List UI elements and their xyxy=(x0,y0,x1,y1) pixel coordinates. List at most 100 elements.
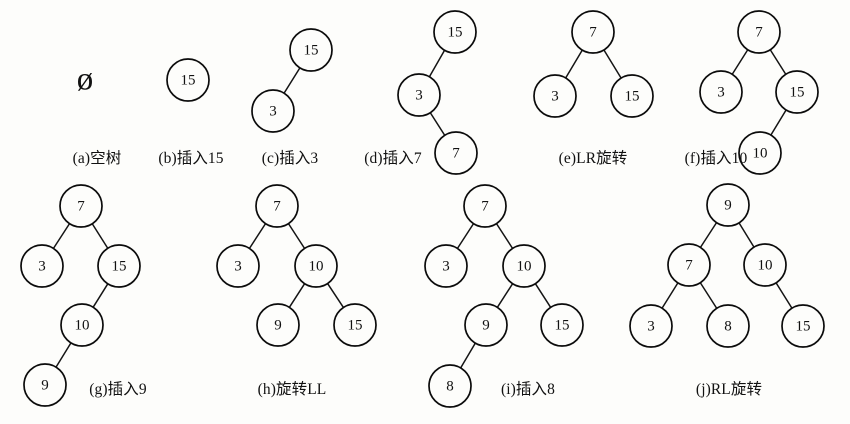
tree-node: 9 xyxy=(23,363,67,407)
tree-node: 15 xyxy=(333,303,377,347)
tree-edge xyxy=(699,221,718,249)
tree-edge xyxy=(287,222,306,250)
node-value-label: 10 xyxy=(758,258,773,274)
node-circle xyxy=(667,243,711,287)
node-circle xyxy=(737,10,781,54)
node-circle xyxy=(60,303,104,347)
node-circle xyxy=(255,184,299,228)
tree-node: 15 xyxy=(97,244,141,288)
node-circle xyxy=(251,89,295,133)
tree-edge xyxy=(769,108,788,137)
tree-edge xyxy=(602,48,623,80)
node-circle xyxy=(540,303,584,347)
node-value-label: 3 xyxy=(551,89,559,105)
tree-edge xyxy=(91,222,109,250)
panel-caption-c: (c)插入3 xyxy=(261,150,319,167)
tree-edge xyxy=(737,221,756,249)
panel-caption-b: (b)插入15 xyxy=(158,150,224,167)
node-value-label: 7 xyxy=(589,25,597,41)
tree-node: 7 xyxy=(59,184,103,228)
node-circle xyxy=(463,184,507,228)
tree-edge xyxy=(495,222,514,250)
node-value-label: 9 xyxy=(482,318,490,334)
node-value-label: 10 xyxy=(517,259,532,275)
tree-node: 7 xyxy=(667,243,711,287)
node-value-label: 15 xyxy=(555,318,570,334)
tree-node: 3 xyxy=(699,70,743,114)
panel-caption-i: (i)插入8 xyxy=(501,381,555,398)
tree-panel-g: 7 3 15 10 9 xyxy=(20,184,141,407)
tree-edge xyxy=(326,282,345,309)
tree-edge xyxy=(769,48,787,76)
node-circle xyxy=(216,244,260,288)
node-circle xyxy=(166,58,210,102)
tree-edge xyxy=(429,111,446,137)
tree-node: 3 xyxy=(397,73,441,117)
node-circle xyxy=(294,244,338,288)
node-circle xyxy=(775,70,819,114)
node-circle xyxy=(59,184,103,228)
node-value-label: 3 xyxy=(269,104,277,120)
tree-node: 15 xyxy=(775,70,819,114)
node-value-label: 3 xyxy=(647,319,655,335)
tree-node: 3 xyxy=(20,244,64,288)
node-value-label: 3 xyxy=(415,88,423,104)
node-circle xyxy=(629,304,673,348)
node-circle xyxy=(738,131,782,175)
node-circle xyxy=(289,28,333,72)
panel-caption-e: (e)LR旋转 xyxy=(558,150,628,167)
tree-node: 7 xyxy=(737,10,781,54)
node-value-label: 9 xyxy=(41,378,49,394)
node-circle xyxy=(706,304,750,348)
tree-node: 3 xyxy=(629,304,673,348)
tree-node: 15 xyxy=(433,10,477,54)
node-circle xyxy=(97,244,141,288)
node-circle xyxy=(464,303,508,347)
panel-caption-h: (h)旋转LL xyxy=(257,381,327,398)
tree-panel-b: 15 xyxy=(166,58,210,102)
node-circle xyxy=(20,244,64,288)
tree-node: 9 xyxy=(464,303,508,347)
tree-edge xyxy=(248,222,267,250)
node-value-label: 15 xyxy=(625,89,640,105)
node-circle xyxy=(428,364,472,408)
node-value-label: 15 xyxy=(304,43,319,59)
tree-node: 15 xyxy=(540,303,584,347)
node-circle xyxy=(571,10,615,54)
tree-edge xyxy=(288,282,306,309)
tree-node: 8 xyxy=(428,364,472,408)
node-circle xyxy=(699,70,743,114)
tree-edge xyxy=(496,282,514,309)
panel-caption-g: (g)插入9 xyxy=(89,381,147,398)
node-value-label: 7 xyxy=(77,199,85,215)
tree-node: 8 xyxy=(706,304,750,348)
node-value-label: 8 xyxy=(724,319,732,335)
tree-edge xyxy=(534,282,552,309)
node-circle xyxy=(397,73,441,117)
node-circle xyxy=(743,243,787,287)
panel-caption-f: (f)插入10 xyxy=(684,150,748,167)
node-value-label: 15 xyxy=(112,259,127,275)
tree-node: 7 xyxy=(255,184,299,228)
node-circle xyxy=(706,183,750,227)
node-value-label: 15 xyxy=(348,318,363,334)
tree-node: 10 xyxy=(738,131,782,175)
node-value-label: 10 xyxy=(309,259,324,275)
node-circle xyxy=(502,244,546,288)
node-value-label: 3 xyxy=(717,85,725,101)
tree-node: 3 xyxy=(424,244,468,288)
tree-node: 10 xyxy=(502,244,546,288)
node-value-label: 10 xyxy=(75,318,90,334)
node-circle xyxy=(256,303,300,347)
tree-node: 15 xyxy=(610,74,654,118)
tree-node: 15 xyxy=(781,304,825,348)
tree-panel-e: 7 3 15 xyxy=(533,10,654,118)
node-value-label: 15 xyxy=(796,319,811,335)
tree-node: 9 xyxy=(256,303,300,347)
node-value-label: 7 xyxy=(273,199,281,215)
tree-node: 15 xyxy=(166,58,210,102)
